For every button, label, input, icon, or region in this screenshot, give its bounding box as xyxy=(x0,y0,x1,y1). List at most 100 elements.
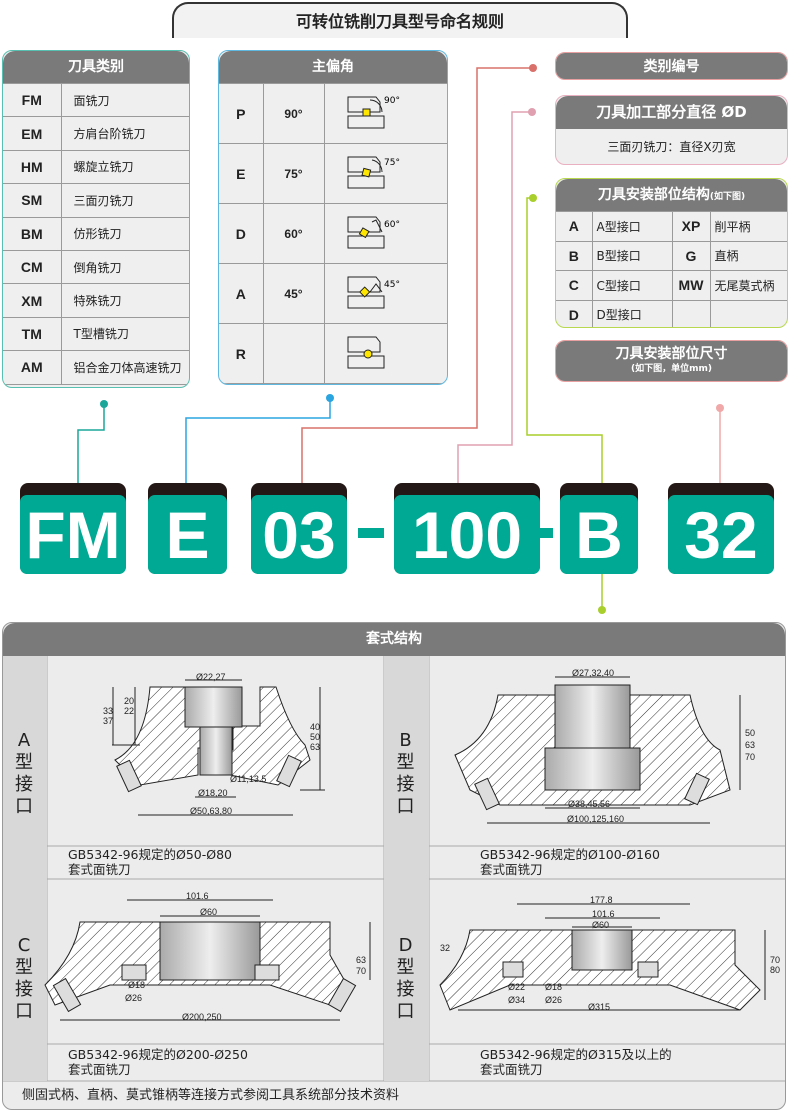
dim-label: Ø18 xyxy=(545,982,563,992)
mount-structure-header-note: (如下图) xyxy=(709,192,746,202)
dim-label: Ø18,20 xyxy=(198,788,228,798)
angle-value: 90° xyxy=(262,83,325,144)
svg-text:60°: 60° xyxy=(384,220,400,230)
dim-label: 22 xyxy=(124,706,135,716)
code-separator xyxy=(527,528,553,538)
mount-size-note: (如下图，单位mm) xyxy=(631,364,712,374)
code-part-e: E xyxy=(148,483,227,574)
dim-label: 70 xyxy=(745,752,756,762)
mount-name: C型接口 xyxy=(591,270,673,301)
grid-lines xyxy=(3,656,785,1082)
code-separator xyxy=(358,528,384,538)
dim-label: Ø315 xyxy=(588,1002,611,1012)
angle-code: A xyxy=(219,263,264,324)
mount-code: B xyxy=(556,240,593,271)
dim-label: 80 xyxy=(770,965,781,975)
insert-angle-icon: 45° xyxy=(347,276,399,309)
dim-label: 37 xyxy=(103,716,114,726)
dim-label: 63 xyxy=(745,740,756,750)
category-code: AM xyxy=(3,350,62,385)
mount-name: A型接口 xyxy=(591,211,673,242)
insert-angle-icon: 60° xyxy=(347,216,400,249)
dim-label: 20 xyxy=(124,696,135,706)
sleeve-header: 套式结构 xyxy=(3,623,785,656)
category-name: 螺旋立铣刀 xyxy=(60,149,189,185)
mount-size-header: 刀具安装部位尺寸 xyxy=(615,346,728,362)
category-number-box: 类别编号 xyxy=(555,52,788,80)
shank-name: 削平柄 xyxy=(709,211,787,242)
diameter-header: 刀具加工部分直径 ØD xyxy=(556,96,787,129)
lead-angle-row: R xyxy=(219,323,447,384)
category-name: 倒角铣刀 xyxy=(60,249,189,285)
category-name: 三面刃铣刀 xyxy=(60,183,189,218)
dim-label: Ø27,32,40 xyxy=(572,668,615,678)
angle-code: D xyxy=(219,203,264,264)
category-name: 面铣刀 xyxy=(60,82,189,118)
diameter-note: 三面刃铣刀：直径X刃宽 xyxy=(607,140,736,154)
dim-label: 101.6 xyxy=(592,909,615,919)
mount-size-dot xyxy=(716,404,724,412)
dim-label: 177.8 xyxy=(590,895,613,905)
dim-label: Ø60 xyxy=(200,907,218,917)
category-code: EM xyxy=(3,116,62,151)
dim-label: 101.6 xyxy=(186,891,209,901)
caption-d: GB5342-96规定的Ø315及以上的套式面铣刀 xyxy=(480,1047,672,1077)
category-number-header: 类别编号 xyxy=(556,53,787,79)
dim-label: 63 xyxy=(310,742,321,752)
dim-label: 70 xyxy=(356,966,367,976)
dim-label: Ø22,27 xyxy=(196,672,226,682)
angle-value: 75° xyxy=(262,143,325,204)
diameter-box: 刀具加工部分直径 ØD 三面刃铣刀：直径X刃宽 xyxy=(555,95,788,165)
mount-structure-dot xyxy=(529,194,537,202)
tool-category-header: 刀具类别 xyxy=(3,51,189,83)
dim-label: Ø11,13.5 xyxy=(230,774,267,784)
category-name: T型槽铣刀 xyxy=(60,316,189,352)
dim-label: 32 xyxy=(440,943,451,953)
dim-label: Ø26 xyxy=(545,995,563,1005)
category-dot xyxy=(529,64,537,72)
mount-name: D型接口 xyxy=(591,299,673,327)
dim-label: 50 xyxy=(745,728,756,738)
category-code: FM xyxy=(3,82,62,118)
dim-label: 50 xyxy=(310,732,321,742)
e-dot xyxy=(326,394,334,402)
angle-code: P xyxy=(219,83,264,144)
mount-bottom-dot xyxy=(598,606,606,614)
fm-dot xyxy=(100,400,108,408)
dim-label: Ø60 xyxy=(592,920,610,930)
dim-label: Ø50,63,80 xyxy=(190,806,233,816)
angle-value xyxy=(262,323,325,384)
shank-code xyxy=(671,299,711,327)
category-name: 铝合金刀体高速铣刀 xyxy=(60,350,189,385)
dim-label: Ø200,250 xyxy=(182,1012,222,1022)
insert-angle-icon: 75° xyxy=(347,156,399,189)
category-name: 方肩台阶铣刀 xyxy=(60,116,189,151)
angle-value: 45° xyxy=(262,263,325,324)
shank-code: G xyxy=(671,240,711,271)
angle-code: R xyxy=(219,323,264,384)
code-part-03: 03 xyxy=(251,483,347,574)
code-part-fm: FM xyxy=(20,483,126,574)
dim-label: Ø38,45,56 xyxy=(568,799,611,809)
dim-label: Ø100,125,160 xyxy=(567,814,625,824)
mount-code: A xyxy=(556,211,593,242)
insert-angle-icon xyxy=(347,336,384,369)
shank-name xyxy=(709,299,787,327)
dim-label: Ø22 xyxy=(508,982,526,992)
